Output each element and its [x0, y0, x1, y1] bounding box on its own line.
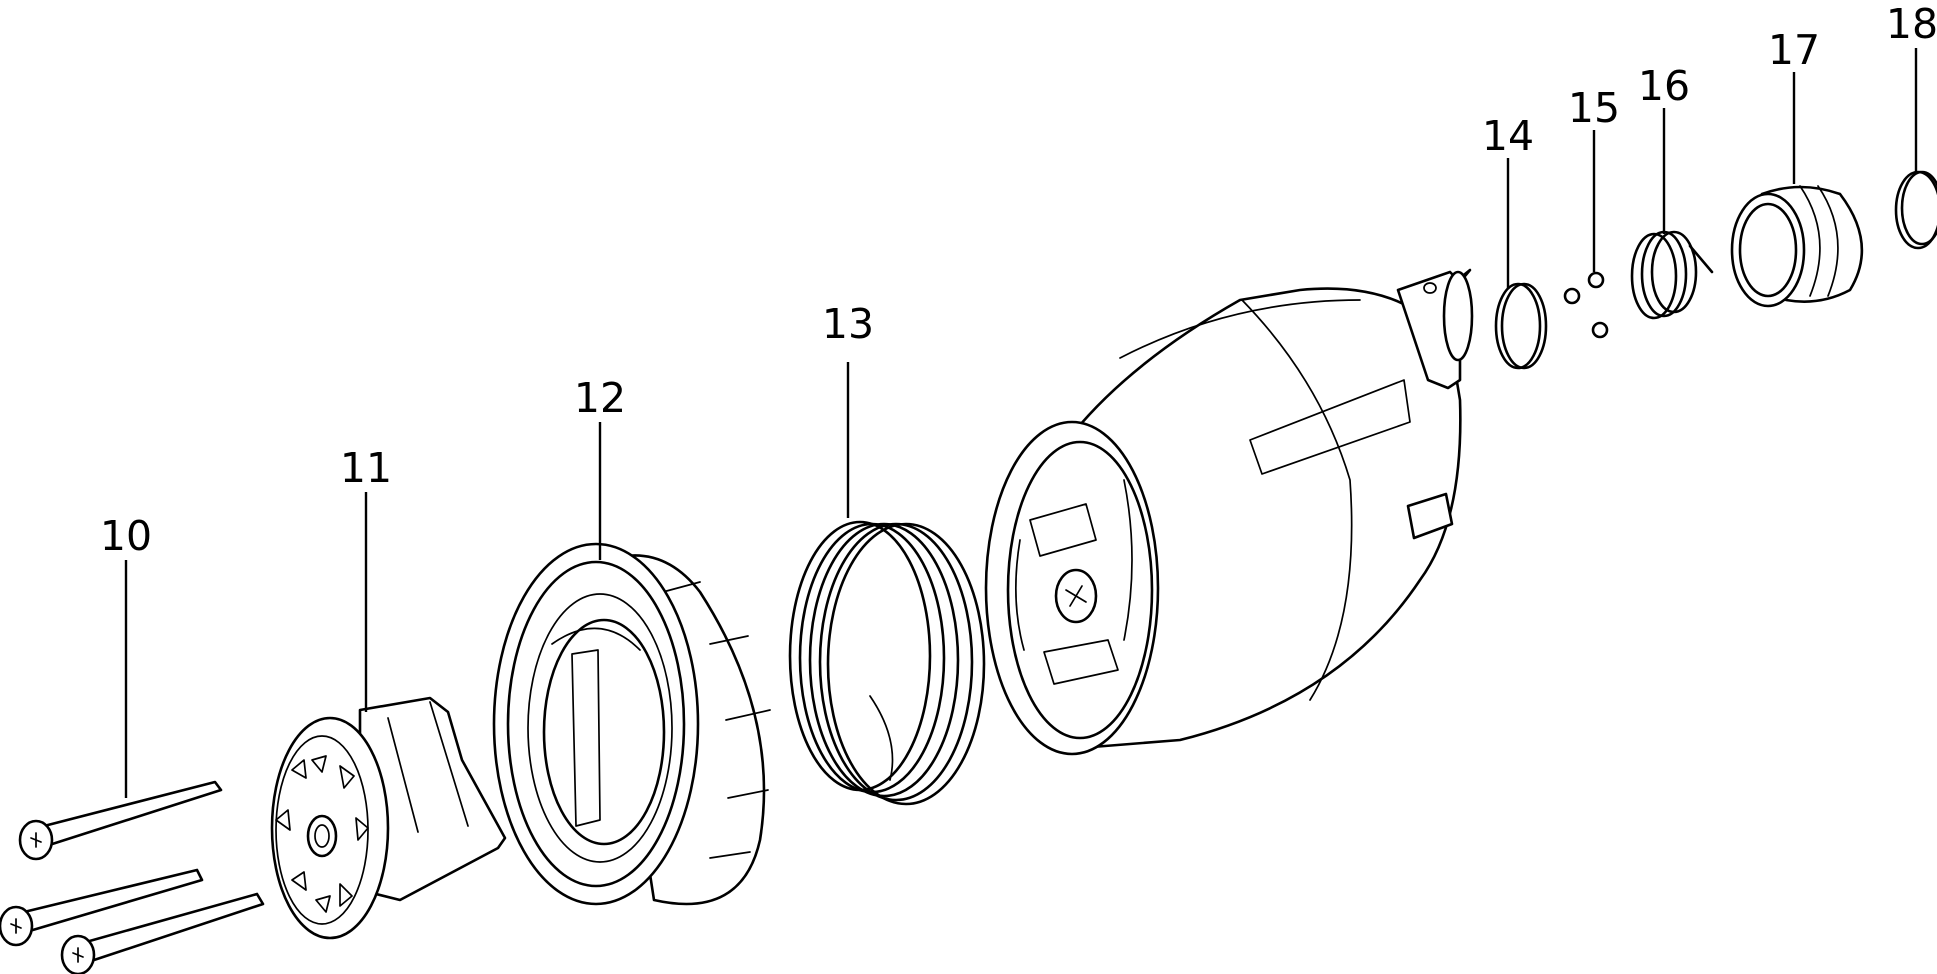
callout-17: 17: [1768, 26, 1820, 74]
part-16-spring: [1630, 230, 1714, 320]
part-14-retaining-ring: [1494, 282, 1548, 370]
screw-bottom: [60, 892, 265, 974]
callout-16: 16: [1638, 62, 1690, 110]
callout-labels: 10 11 12 13 14 15 16 17 18: [100, 0, 1937, 560]
callout-15: 15: [1568, 84, 1620, 132]
callout-10: 10: [100, 512, 152, 560]
callout-13: 13: [822, 300, 874, 348]
part-13-clutch-spring: [788, 520, 986, 806]
part-12-adjusting-sleeve: [492, 542, 771, 906]
callout-18: 18: [1886, 0, 1937, 48]
part-17-locking-sleeve: [1730, 185, 1864, 308]
screw-middle: [0, 868, 204, 947]
part-11-clutch-carrier: [270, 696, 507, 940]
gear-housing: [984, 268, 1474, 756]
screw-top: [18, 780, 223, 861]
callout-14: 14: [1482, 112, 1534, 160]
part-18-circlip: [1894, 170, 1937, 250]
part-15-balls: [1563, 271, 1609, 339]
callout-12: 12: [574, 374, 626, 422]
callout-11: 11: [340, 444, 392, 492]
part-10-screws: [0, 780, 265, 974]
leader-lines: [124, 48, 1918, 798]
